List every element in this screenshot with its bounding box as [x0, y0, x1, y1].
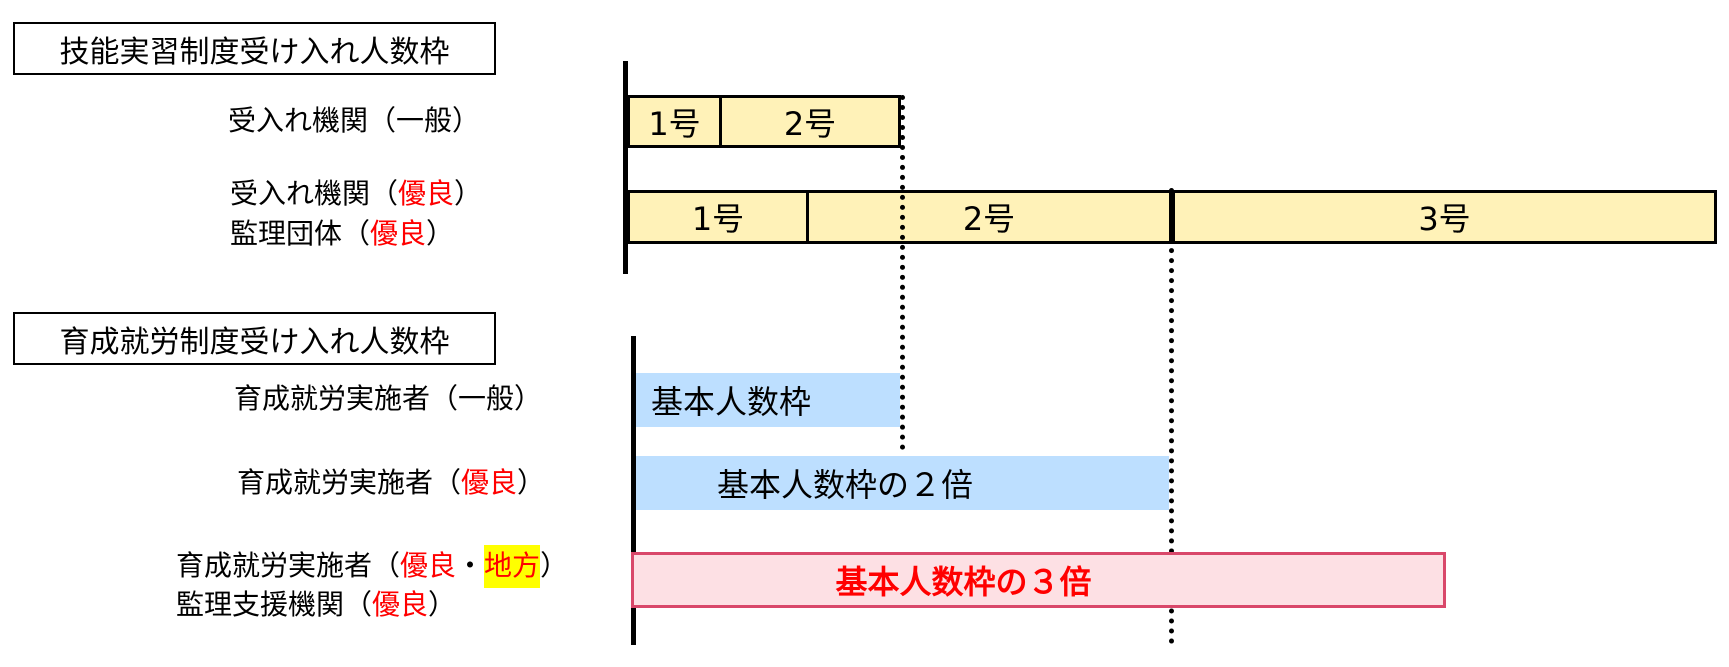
guide-dotted-line-1 — [900, 95, 905, 450]
ikusei-row3-label-line2: 監理支援機関（優良） — [176, 586, 456, 624]
ginou-row2-segment-1: 1号 — [627, 190, 809, 244]
label-red-text: 優良 — [398, 177, 455, 210]
ginou-row2-label-line1: 受入れ機関（優良） — [230, 175, 482, 213]
label-text: 監理団体（ — [230, 217, 371, 250]
label-text: 育成就労実施者（ — [237, 466, 462, 499]
label-red-text: 優良 — [370, 217, 427, 250]
label-red-text: 優良 — [400, 549, 457, 582]
ikusei-row3-label-line1: 育成就労実施者（優良・地方） — [176, 545, 569, 588]
label-highlight-text: 地方 — [484, 545, 541, 588]
ginou-row1-label: 受入れ機関（一般） — [228, 104, 481, 137]
ginou-row2-label-line2: 監理団体（優良） — [230, 215, 454, 253]
ginou-axis-line — [623, 61, 628, 274]
ginou-title-box: 技能実習制度受け入れ人数枠 — [13, 22, 496, 75]
label-text: 監理支援機関（ — [176, 588, 373, 621]
ikusei-row2-label: 育成就労実施者（優良） — [237, 464, 545, 502]
ginou-row1-segment-2: 2号 — [719, 95, 901, 148]
ikusei-row2-bar: 基本人数枠の２倍 — [636, 456, 1169, 510]
ginou-title: 技能実習制度受け入れ人数枠 — [59, 34, 450, 70]
ginou-row2-segment-3: 3号 — [1172, 190, 1717, 244]
label-text: ） — [540, 549, 569, 582]
ikusei-row1-label: 育成就労実施者（一般） — [234, 382, 543, 415]
bar-label: 基本人数枠の３倍 — [835, 563, 1092, 601]
label-text: ） — [428, 588, 457, 621]
ginou-row2-segment-2: 2号 — [806, 190, 1172, 244]
label-text: ） — [517, 466, 546, 499]
ikusei-row1-bar: 基本人数枠 — [636, 373, 900, 427]
label-red-text: 優良 — [372, 588, 429, 621]
ikusei-row3-bar: 基本人数枠の３倍 — [631, 552, 1446, 608]
bar-label: 基本人数枠の２倍 — [717, 466, 974, 504]
ikusei-axis-line — [631, 336, 636, 645]
guide-dotted-line-2 — [1169, 188, 1174, 644]
label-text: ） — [454, 177, 483, 210]
label-text: ） — [426, 217, 455, 250]
label-text: 受入れ機関（ — [230, 177, 399, 210]
ikusei-title: 育成就労制度受け入れ人数枠 — [59, 324, 450, 360]
bar-label: 基本人数枠 — [651, 383, 812, 421]
ikusei-title-box: 育成就労制度受け入れ人数枠 — [13, 312, 496, 365]
label-text: 育成就労実施者（ — [176, 549, 401, 582]
label-red-text: 優良 — [461, 466, 518, 499]
label-text: ・ — [456, 549, 485, 582]
ginou-row1-segment-1: 1号 — [627, 95, 722, 148]
